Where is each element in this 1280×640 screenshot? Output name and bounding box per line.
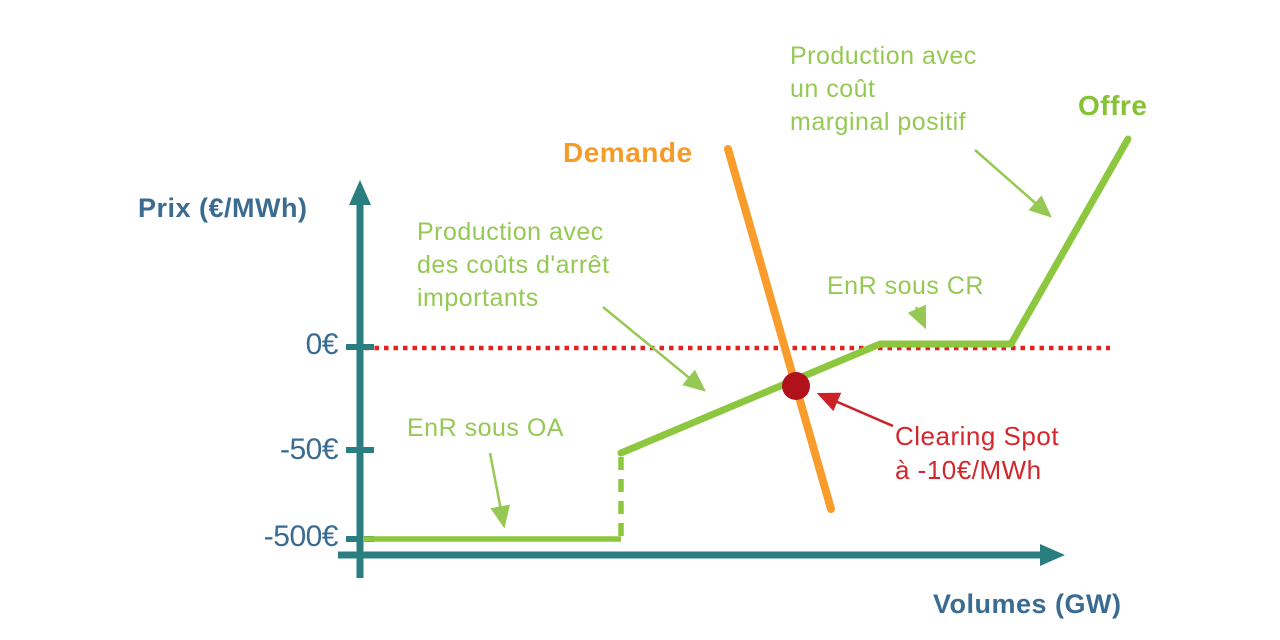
- y-axis-title: Prix (€/MWh): [138, 193, 308, 223]
- demand-curve-label: Demande: [563, 137, 693, 168]
- arrow-prod-arret-icon: [602, 306, 706, 392]
- demand-curve: [724, 145, 835, 513]
- arrow-clearing-icon: [816, 392, 894, 428]
- arrow-enr-cr-icon: [907, 304, 927, 330]
- annotation-enr-oa: EnR sous OA: [407, 414, 564, 442]
- supply-segment-main: [617, 135, 1132, 457]
- annotation-enr-cr: EnR sous CR: [827, 272, 984, 300]
- x-axis-arrowhead-icon: [1040, 544, 1065, 566]
- annotation-prod-arret: Production avec des coûts d'arrêt import…: [417, 218, 610, 312]
- annotation-prod-marginal: Production avec un coût marginal positif: [790, 42, 977, 136]
- arrow-prod-marginal-icon: [974, 149, 1052, 218]
- arrow-enr-oa-icon: [488, 452, 511, 529]
- clearing-point-dot: [782, 372, 810, 400]
- y-tick-label-0: 0€: [305, 328, 339, 361]
- annotation-clearing-spot: Clearing Spot à -10€/MWh: [895, 421, 1060, 485]
- y-tick-label-minus-500: -500€: [263, 520, 339, 553]
- supply-curve-label: Offre: [1078, 90, 1148, 121]
- y-tick-label-minus-50: -50€: [279, 433, 339, 466]
- x-axis-title: Volumes (GW): [933, 589, 1122, 619]
- y-axis-arrowhead-icon: [349, 180, 371, 205]
